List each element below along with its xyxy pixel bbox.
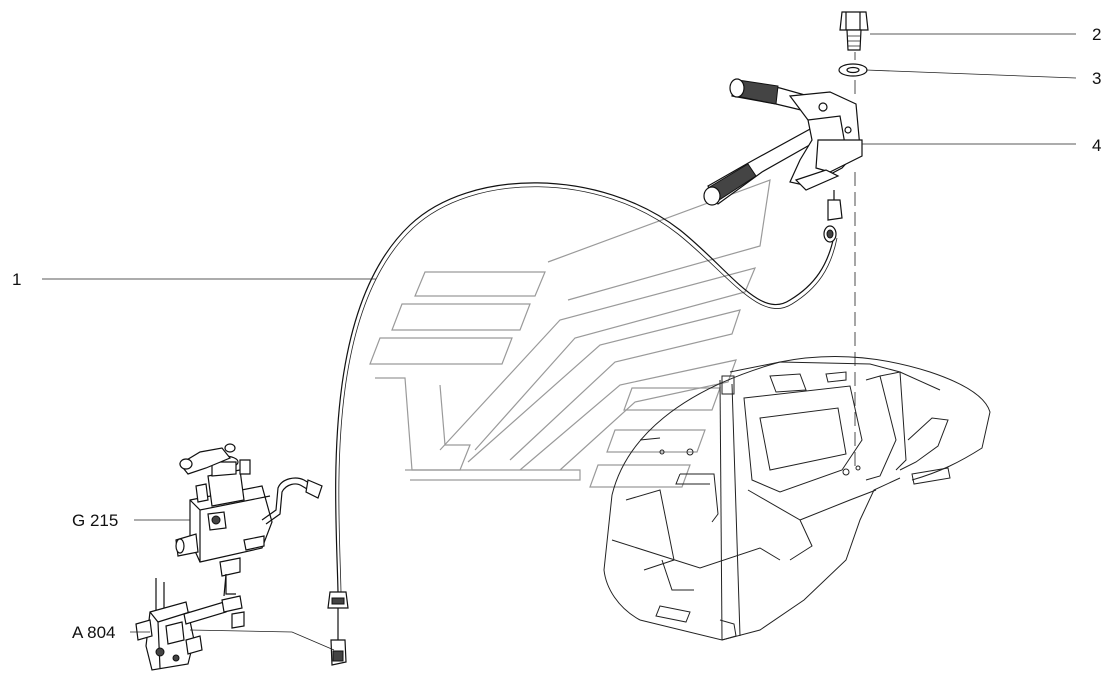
hand-brake-lever [703, 78, 863, 206]
callout-3: 3 [1092, 69, 1101, 88]
valve-a804 [135, 573, 245, 671]
watermark-logo [369, 179, 771, 488]
callout-2: 2 [1092, 25, 1101, 44]
brake-cable [327, 182, 843, 666]
leader-lines [42, 33, 1077, 651]
cab-frame [603, 356, 991, 641]
callout-1: 1 [12, 270, 21, 289]
callout-g215: G 215 [72, 511, 118, 530]
bolt-and-washer [838, 11, 869, 77]
callout-a804: A 804 [72, 623, 116, 642]
callout-4: 4 [1092, 136, 1101, 155]
valve-g215 [175, 443, 323, 595]
